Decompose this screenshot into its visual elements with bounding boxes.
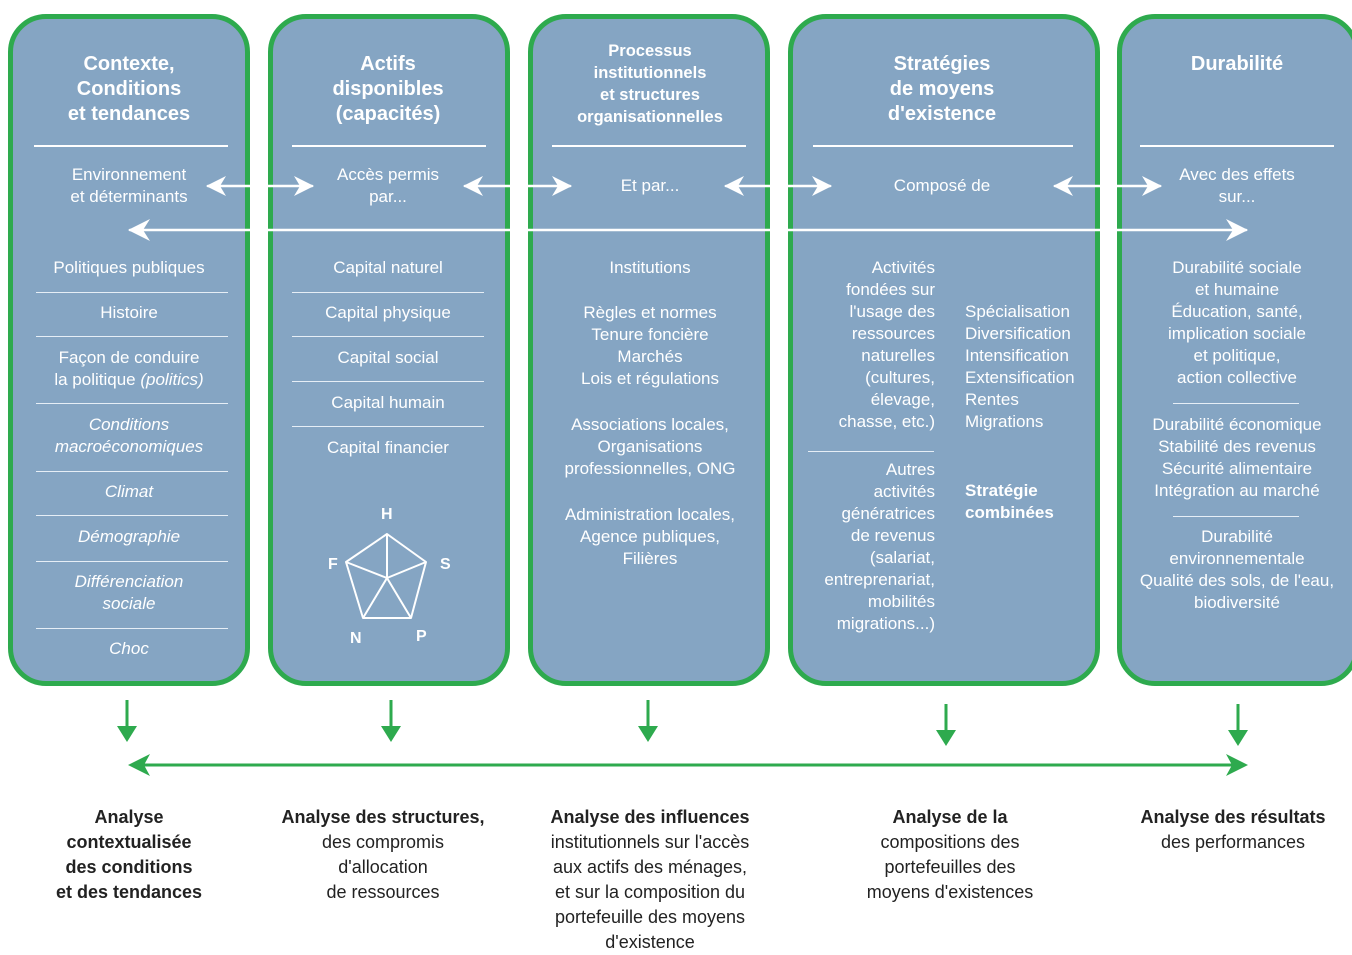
title-divider — [1140, 145, 1334, 147]
item-divider — [1173, 516, 1299, 517]
list-group: Administration locales,Agence publiques,… — [564, 505, 736, 568]
pentagon-label-n: N — [350, 630, 362, 647]
pentagon-label-s: S — [440, 556, 451, 573]
title-divider — [552, 145, 746, 147]
pentagon-label-p: P — [416, 628, 427, 645]
pentagon-label-h: H — [381, 506, 393, 523]
item-divider — [292, 292, 484, 293]
list-item: Climat — [104, 482, 154, 501]
item-divider — [292, 426, 484, 427]
list-item: Capital physique — [325, 303, 451, 322]
relation-text: Et par... — [620, 176, 680, 195]
item-divider — [1173, 403, 1299, 404]
title-divider — [34, 145, 228, 147]
item-divider — [36, 628, 228, 629]
item-divider — [36, 471, 228, 472]
list-item: Capital financier — [327, 438, 449, 457]
pentagon-graphic — [345, 533, 427, 619]
column-context — [8, 14, 250, 686]
item-divider — [292, 336, 484, 337]
list-item: Politiques publiques — [53, 258, 205, 277]
list-item: Démographie — [77, 527, 181, 546]
relation-text: Composé de — [893, 176, 991, 195]
column-sustainability — [1117, 14, 1352, 686]
list-item: Histoire — [100, 303, 158, 322]
column-assets — [268, 14, 510, 686]
item-divider — [292, 381, 484, 382]
list-item: Capital social — [337, 348, 439, 367]
list-group: Institutions — [609, 258, 691, 277]
item-divider — [36, 561, 228, 562]
title-divider — [292, 145, 486, 147]
item-divider — [36, 336, 228, 337]
column-strategies — [788, 14, 1100, 686]
arrowheads-white — [128, 176, 1248, 241]
item-divider — [36, 292, 228, 293]
column-institutions — [528, 14, 770, 686]
title-divider — [813, 145, 1073, 147]
capital-pentagon: H S P N F — [328, 500, 451, 650]
item-divider — [36, 515, 228, 516]
item-divider — [36, 403, 228, 404]
list-item: Capital naturel — [333, 258, 443, 277]
list-item: Capital humain — [331, 393, 445, 412]
pentagon-label-f: F — [328, 556, 338, 573]
list-item: Choc — [109, 639, 149, 658]
arrowheads-green — [117, 726, 1248, 776]
list-item: Façon de conduire la politique (politics… — [54, 348, 204, 389]
column-title: Durabilité — [1190, 53, 1284, 75]
item-divider — [808, 451, 934, 452]
